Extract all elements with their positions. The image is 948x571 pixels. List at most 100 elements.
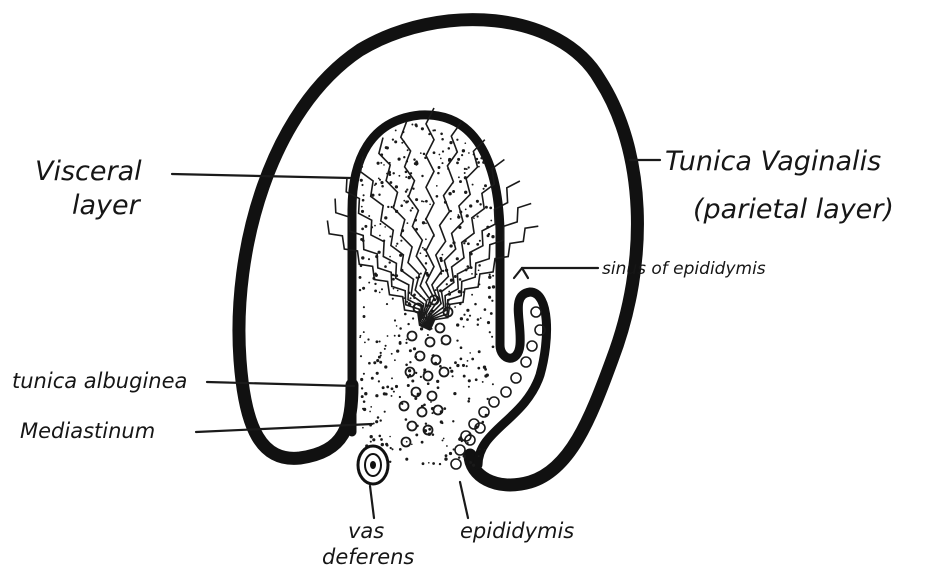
stipple-dot <box>429 204 431 206</box>
stipple-dot <box>449 367 451 369</box>
stipple-dot <box>457 158 460 161</box>
stipple-dot <box>397 290 399 292</box>
stipple-dot <box>391 206 393 208</box>
stipple-dot <box>405 364 408 367</box>
stipple-dot <box>428 462 430 464</box>
stipple-dot <box>364 392 367 395</box>
stipple-dot <box>380 419 382 421</box>
stipple-dot <box>380 162 382 164</box>
stipple-dot <box>361 395 364 398</box>
stipple-dot <box>461 154 463 156</box>
stipple-dot <box>468 379 471 382</box>
stipple-dot <box>459 278 462 281</box>
stipple-dot <box>437 386 440 389</box>
stipple-dot <box>468 166 470 168</box>
epididymis-coil <box>527 341 537 351</box>
epididymis-coil <box>489 397 499 407</box>
label-epididymis: epididymis <box>460 519 574 543</box>
stipple-dot <box>421 175 423 177</box>
stipple-dot <box>430 401 432 403</box>
stipple-dot <box>449 452 452 455</box>
stipple-dot <box>380 181 383 184</box>
stipple-dot <box>450 370 453 373</box>
stipple-dot <box>420 327 423 330</box>
stipple-dot <box>433 151 436 154</box>
stipple-dot <box>374 283 376 285</box>
stipple-dot <box>368 258 370 260</box>
stipple-dot <box>379 361 382 364</box>
stipple-dot <box>483 366 486 369</box>
rete-circle <box>434 406 443 415</box>
stipple-dot <box>466 365 468 367</box>
stipple-dot <box>378 178 380 180</box>
stipple-dot <box>389 261 391 263</box>
stipple-dot <box>463 242 465 244</box>
stipple-dot <box>420 152 422 154</box>
stipple-dot <box>370 441 372 443</box>
stipple-dot <box>439 463 441 465</box>
leader-sinus-arrow <box>514 268 528 278</box>
stipple-dot <box>466 168 468 170</box>
stipple-dot <box>381 288 383 290</box>
stipple-dot <box>359 276 362 279</box>
rete-circle <box>424 372 433 381</box>
stipple-dot <box>399 341 402 344</box>
stipple-dot <box>432 462 435 465</box>
stipple-dot <box>384 348 386 350</box>
stipple-dot <box>374 273 377 276</box>
stipple-dot <box>393 288 395 290</box>
stipple-dot <box>440 420 443 423</box>
stipple-dot <box>464 142 466 144</box>
stipple-dot <box>386 386 389 389</box>
stipple-dot <box>368 215 370 217</box>
stipple-dot <box>448 147 451 150</box>
stipple-dot <box>454 361 457 364</box>
stipple-dot <box>362 408 364 410</box>
stipple-dot <box>360 355 362 357</box>
stipple-dot <box>477 367 480 370</box>
stipple-dot <box>471 294 473 296</box>
stipple-dot <box>456 257 459 260</box>
stipple-dot <box>362 199 365 202</box>
stipple-dot <box>482 381 484 383</box>
stipple-dot <box>425 238 427 240</box>
stipple-dot <box>406 222 408 224</box>
stipple-dot <box>415 198 418 201</box>
stipple-dot <box>389 436 391 438</box>
stipple-dot <box>379 235 381 237</box>
label-mediastinum: Mediastinum <box>20 419 155 443</box>
stipple-dot <box>407 384 410 387</box>
leader-tunica-albuginea <box>207 382 354 386</box>
stipple-dot <box>477 161 480 164</box>
stipple-dot <box>427 382 430 385</box>
stipple-dot <box>363 331 365 333</box>
stipple-dot <box>403 200 405 202</box>
stipple-dot <box>484 184 487 187</box>
stipple-dot <box>409 349 412 352</box>
stipple-dot <box>390 447 392 449</box>
stipple-dot <box>383 164 385 166</box>
stipple-dot <box>391 377 393 379</box>
stipple-dot <box>377 416 380 419</box>
stipple-dot <box>425 200 428 203</box>
stipple-dot <box>384 365 387 368</box>
rete-circle <box>416 352 425 361</box>
stipple-dot <box>376 340 379 343</box>
label-visceral-layer-line2: layer <box>72 190 142 221</box>
stipple-dot <box>370 435 373 438</box>
stipple-dot <box>394 359 396 361</box>
stipple-dot <box>480 317 482 319</box>
stipple-dot <box>409 297 411 299</box>
stipple-dot <box>386 444 389 447</box>
stipple-dot <box>456 162 459 165</box>
stipple-dot <box>361 210 364 213</box>
stipple-dot <box>477 323 479 325</box>
stipple-dot <box>405 342 407 344</box>
stipple-dot <box>468 386 470 388</box>
stipple-dot <box>376 359 379 362</box>
stipple-dot <box>427 299 429 301</box>
stipple-dot <box>394 335 396 337</box>
stipple-dot <box>469 204 472 207</box>
stipple-dot <box>405 458 408 461</box>
stipple-dot <box>478 269 480 271</box>
